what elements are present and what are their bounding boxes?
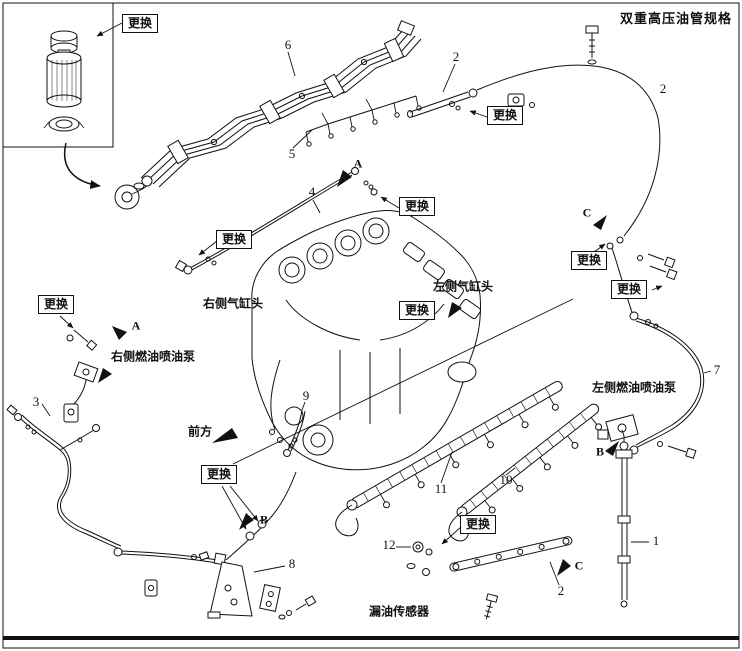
pipe-9 (269, 409, 306, 457)
arrow-c-bottom (557, 559, 571, 576)
part-number-12: 12 (382, 537, 396, 552)
letter-a-top: A (353, 156, 363, 171)
part-number-2-c: 2 (557, 583, 565, 598)
pipe-harness-6 (131, 20, 422, 195)
part-number-2-b: 2 (659, 81, 667, 96)
part-number-7: 7 (713, 362, 721, 377)
page-title: 双重高压油管规格 (619, 11, 732, 26)
arrow-center-replace (448, 302, 462, 318)
part-number-3: 3 (32, 394, 40, 409)
letter-c-bottom: C (574, 558, 584, 573)
label-right-fuel-pump: 右侧燃油喷油泵 (110, 349, 196, 364)
part-number-9: 9 (302, 388, 310, 403)
replace-callout-far-left: 更换 (38, 295, 75, 314)
replace-callout-center: 更换 (399, 301, 436, 320)
pipe-2-top (407, 25, 661, 250)
replace-callout-pipe2: 更换 (487, 106, 524, 125)
replace-callout-a: 更换 (399, 197, 436, 216)
part-number-2-a: 2 (452, 49, 460, 64)
arrow-pump-left (98, 368, 112, 383)
letter-a-left: A (131, 318, 141, 333)
label-front: 前方 (187, 424, 213, 439)
replace-callout-12: 更换 (460, 515, 497, 534)
replace-callout-bottom-center: 更换 (201, 465, 238, 484)
label-right-cylinder-head: 右侧气缸头 (202, 296, 264, 311)
injector-line-5 (305, 95, 422, 147)
replace-callout-right-upper: 更换 (571, 251, 608, 270)
part-number-6: 6 (284, 37, 292, 52)
part-number-4: 4 (308, 184, 316, 199)
right-pump-bracket (597, 414, 697, 459)
part-number-1: 1 (652, 533, 660, 548)
arrow-b-left (239, 513, 254, 530)
pipe-3 (6, 404, 122, 550)
filter-mount (114, 182, 145, 210)
front-direction-arrow (212, 428, 238, 443)
part-number-8: 8 (288, 556, 296, 571)
part-number-11: 11 (434, 481, 448, 496)
pipe-4 (174, 167, 378, 275)
label-oil-leak-sensor: 漏油传感器 (368, 604, 430, 619)
part-number-10: 10 (499, 472, 513, 487)
part-number-5: 5 (288, 146, 296, 161)
replace-callout-left-bolts: 更换 (216, 230, 253, 249)
left-pump-parts (63, 329, 99, 423)
leader-lines (41, 22, 712, 586)
letter-b-left: B (259, 512, 269, 527)
fuel-rail-11 (335, 381, 563, 537)
arrow-c-top (593, 215, 607, 230)
label-left-fuel-pump: 左侧燃油喷油泵 (591, 380, 677, 395)
fitting-12 (406, 541, 433, 576)
letter-b-right: B (595, 444, 605, 459)
fuel-rail-10 (448, 403, 603, 542)
pipe-8-assembly (113, 471, 317, 620)
leak-sensor-rail (449, 536, 573, 620)
arrow-a-left (112, 326, 127, 340)
engine-block (251, 209, 481, 471)
label-left-cylinder-head: 左侧气缸头 (432, 279, 494, 294)
pipe-1 (615, 429, 633, 608)
letter-c-top: C (582, 205, 592, 220)
replace-callout-right-lower: 更换 (611, 280, 648, 299)
arrow-a-top (337, 170, 352, 187)
replace-callout-filter: 更换 (122, 14, 159, 33)
arrow-b-right (605, 441, 619, 456)
direction-arrows (98, 170, 619, 576)
fuel-filter-inset (3, 3, 114, 189)
